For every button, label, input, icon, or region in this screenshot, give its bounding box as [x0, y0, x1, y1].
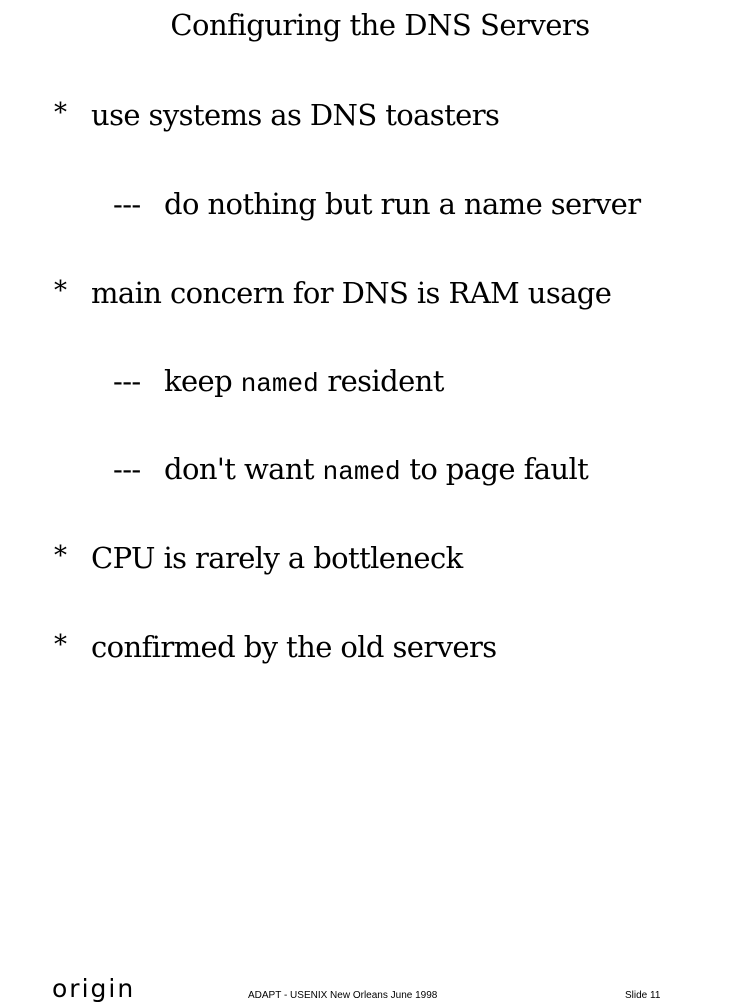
sub-bullet-text: keep [164, 364, 233, 398]
bullet-marker: * [54, 98, 67, 128]
bullet-item: use systems as DNS toasters [91, 98, 500, 132]
bullet-item: main concern for DNS is RAM usage [91, 276, 612, 310]
code-text: named [322, 457, 401, 487]
footer-slide-number: Slide 11 [625, 990, 661, 1001]
bullet-marker: * [54, 541, 67, 571]
sub-bullet-item: --- do nothing but run a name server [113, 187, 641, 221]
footer-conference: ADAPT - USENIX New Orleans June 1998 [248, 990, 438, 1001]
bullet-item: CPU is rarely a bottleneck [91, 541, 463, 575]
bullet-marker: * [54, 276, 67, 306]
bullet-marker: * [54, 630, 67, 660]
slide-title: Configuring the DNS Servers [170, 8, 590, 42]
bullet-item: confirmed by the old servers [91, 630, 497, 664]
sub-bullet-marker: --- [113, 187, 141, 221]
origin-logo: origin [52, 974, 136, 1003]
code-text: named [240, 369, 319, 399]
sub-bullet-text: do nothing but run a name server [164, 187, 641, 221]
sub-bullet-text: resident [327, 364, 444, 398]
sub-bullet-text: to page fault [409, 452, 589, 486]
sub-bullet-item: --- don't want named to page fault [113, 452, 589, 487]
sub-bullet-marker: --- [113, 452, 141, 486]
sub-bullet-item: --- keep named resident [113, 364, 444, 399]
sub-bullet-marker: --- [113, 364, 141, 398]
sub-bullet-text: don't want [164, 452, 315, 486]
